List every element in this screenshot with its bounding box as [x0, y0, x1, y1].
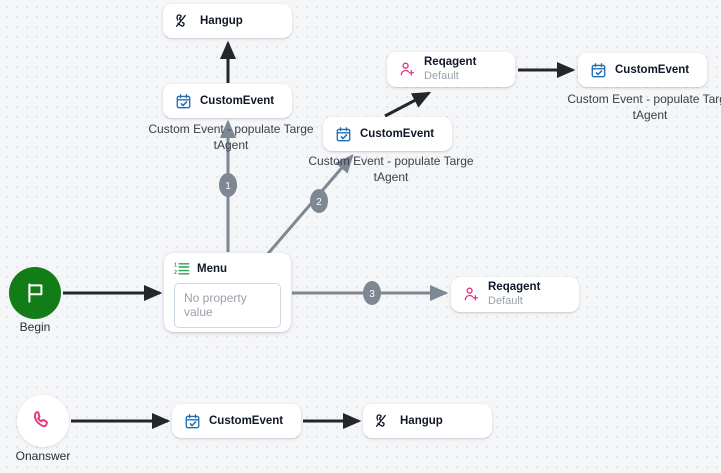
calendar-check-icon	[176, 93, 191, 108]
node-title: Reqagent	[424, 56, 477, 69]
calendar-check-icon	[591, 62, 606, 77]
node-subtitle: Default	[424, 70, 459, 83]
edge-label-3: Custom Event - populate Targe tAgent	[567, 92, 721, 122]
node-customevent-right[interactable]: CustomEvent	[578, 53, 707, 87]
terminal-begin[interactable]	[9, 267, 61, 319]
calendar-check-icon	[336, 126, 351, 141]
edge-label-1: Custom Event - populate Targe tAgent	[148, 122, 314, 152]
menu-property-box[interactable]: No property value	[174, 283, 281, 328]
node-menu[interactable]: 1 2 Menu No property value	[164, 253, 291, 332]
flag-icon	[28, 283, 43, 303]
phone-off-icon	[176, 13, 186, 27]
edge-badge-1-text: 1	[225, 181, 231, 192]
menu-property-placeholder: No property value	[184, 291, 247, 319]
terminal-onanswer[interactable]	[17, 395, 69, 447]
node-title: CustomEvent	[360, 127, 435, 140]
node-hangup-bottom[interactable]: Hangup	[363, 404, 492, 438]
edge-customevent-mid-to-reqagent-top	[384, 91, 432, 118]
node-title: Hangup	[400, 414, 443, 427]
user-add-icon	[400, 62, 415, 76]
edge-badge-3[interactable]: 3	[363, 281, 381, 305]
phone-off-icon	[376, 413, 386, 427]
node-reqagent-mid[interactable]: Reqagent Default	[451, 277, 579, 312]
numbered-list-icon: 1 2	[174, 263, 190, 276]
terminal-begin-label: Begin	[19, 320, 51, 334]
calendar-check-icon	[185, 413, 200, 428]
edge-badge-2[interactable]: 2	[310, 189, 328, 213]
edge-badge-2-text: 2	[316, 197, 322, 208]
menu-header: 1 2 Menu	[174, 261, 281, 277]
svg-text:2: 2	[174, 270, 177, 276]
edge-badge-3-text: 3	[369, 289, 375, 300]
node-customevent-mid[interactable]: CustomEvent	[323, 117, 452, 151]
menu-title: Menu	[197, 263, 228, 275]
edge-badge-1[interactable]: 1	[219, 173, 237, 197]
node-title: CustomEvent	[209, 414, 284, 427]
edge-label-2: Custom Event - populate Targe tAgent	[308, 154, 474, 184]
node-title: CustomEvent	[200, 94, 275, 107]
terminal-onanswer-label: Onanswer	[15, 449, 71, 463]
user-add-icon	[464, 287, 479, 301]
node-title: Hangup	[200, 14, 243, 27]
node-customevent-left[interactable]: CustomEvent	[163, 84, 292, 118]
node-customevent-bottom[interactable]: CustomEvent	[172, 404, 301, 438]
node-title: CustomEvent	[615, 63, 690, 76]
svg-text:1: 1	[174, 263, 177, 269]
node-reqagent-top[interactable]: Reqagent Default	[387, 52, 515, 87]
phone-icon	[33, 411, 48, 428]
node-hangup-top[interactable]: Hangup	[163, 4, 292, 38]
node-title: Reqagent	[488, 281, 541, 294]
node-subtitle: Default	[488, 295, 523, 308]
